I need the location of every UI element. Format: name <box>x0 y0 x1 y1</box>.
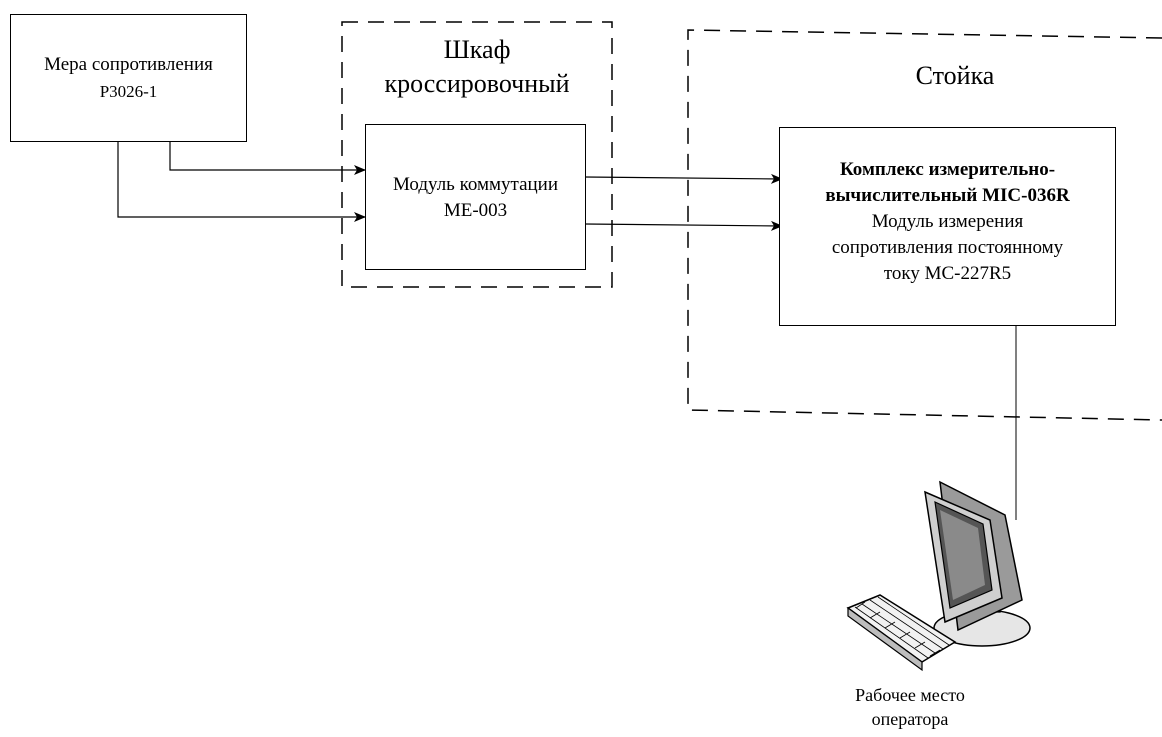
wire-measure-to-switch-1 <box>169 142 366 175</box>
resistance-measure-model: Р3026-1 <box>99 82 158 101</box>
complex-desc-line3: току МС-227R5 <box>883 263 1012 284</box>
complex-desc-line1: Модуль измерения <box>871 211 1024 232</box>
switch-module-box: Модуль коммутации МЕ-003 <box>365 124 586 270</box>
wire-measure-to-switch-2 <box>117 142 366 222</box>
wire-switch-to-complex-1 <box>584 173 783 184</box>
rack-label: Стойка <box>915 61 995 90</box>
resistance-measure-name: Мера сопротивления <box>44 54 213 75</box>
workstation-label-line2: оператора <box>871 709 949 729</box>
workstation-icon <box>846 480 1031 672</box>
rack-enclosure <box>687 29 1162 421</box>
complex-desc-line2: сопротивления постоянному <box>831 237 1064 258</box>
switch-module-model: МЕ-003 <box>443 200 508 221</box>
wire-switch-to-complex-2 <box>584 220 783 231</box>
complex-title-line1: Комплекс измерительно- <box>839 159 1056 180</box>
workstation-label-line1: Рабочее место <box>855 685 965 705</box>
cabinet-label-line2: кроссировочный <box>384 69 570 98</box>
cabinet-label-line1: Шкаф <box>443 35 511 64</box>
switch-module-name: Модуль коммутации <box>392 174 559 195</box>
cabinet-enclosure <box>341 21 613 288</box>
complex-box: Комплекс измерительно- вычислительный MI… <box>779 127 1116 326</box>
complex-title-line2: вычислительный MIC-036R <box>825 185 1070 206</box>
resistance-measure-box: Мера сопротивления Р3026-1 <box>10 14 247 142</box>
